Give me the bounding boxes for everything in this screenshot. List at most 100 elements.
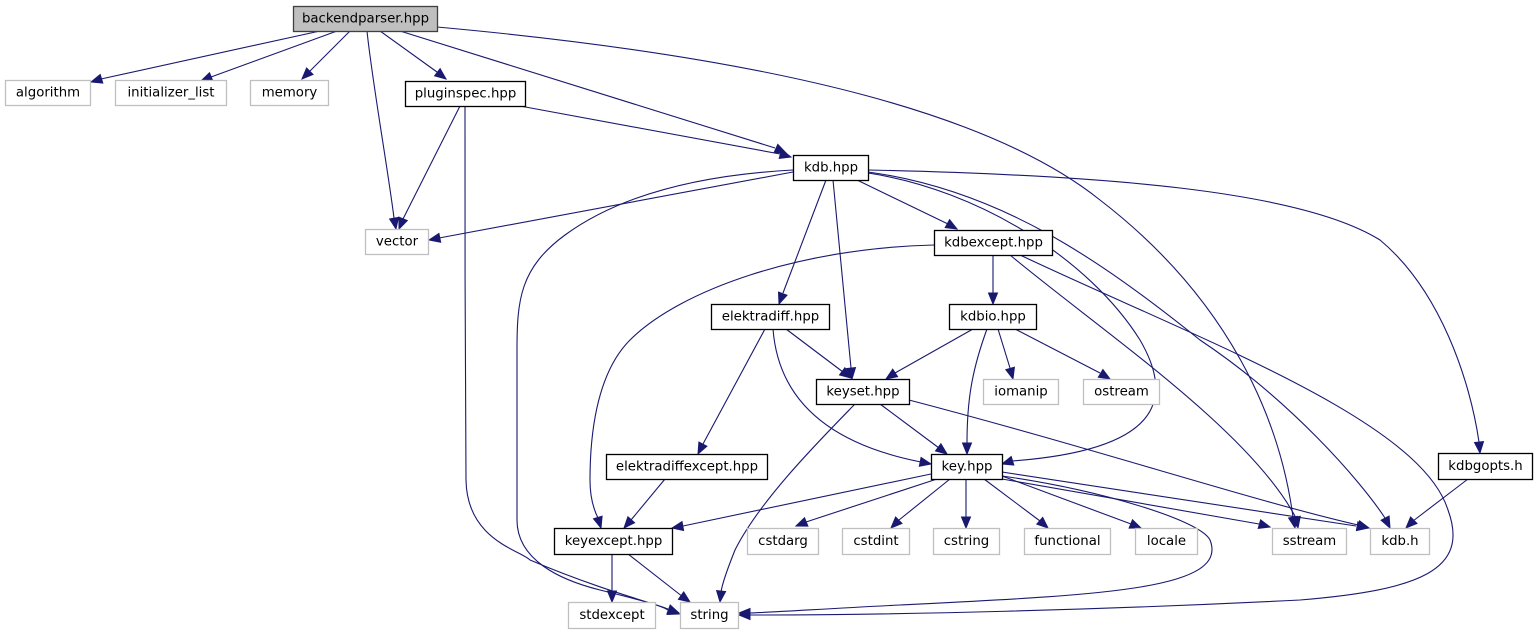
node-elektradiff[interactable]: elektradiff.hpp: [710, 303, 831, 331]
node-box: [982, 378, 1060, 406]
node-cstring[interactable]: cstring: [932, 527, 1001, 556]
edge-line: [436, 26, 1294, 518]
node-label: algorithm: [16, 86, 80, 101]
node-functional[interactable]: functional: [1023, 527, 1112, 556]
node-kdbexcept[interactable]: kdbexcept.hpp: [933, 229, 1054, 257]
arrowhead-icon: [1035, 516, 1049, 529]
node-label: kdbexcept.hpp: [944, 236, 1043, 251]
arrowhead-icon: [884, 368, 899, 380]
arrowhead-icon: [301, 67, 314, 80]
arrowhead-icon: [944, 218, 959, 230]
node-label: functional: [1034, 534, 1100, 549]
node-stdexcept[interactable]: stdexcept: [567, 601, 657, 630]
edge-line: [627, 553, 684, 598]
node-box: [815, 378, 911, 406]
node-label: pluginspec.hpp: [415, 87, 517, 102]
edge-backendparser-to-sstream: [436, 26, 1299, 530]
edge-line: [210, 30, 338, 78]
edge-backendparser-to-memory: [301, 30, 351, 80]
node-label: cstdarg: [758, 534, 808, 549]
edge-line: [100, 30, 321, 80]
edge-kdb_hpp-to-keyset: [832, 179, 857, 381]
node-sstream[interactable]: sstream: [1271, 527, 1348, 556]
edge-kdb_hpp-to-key: [867, 172, 1157, 466]
node-pluginspec[interactable]: pluginspec.hpp: [404, 80, 527, 108]
arrowhead-icon: [794, 516, 809, 527]
edge-line: [867, 169, 1480, 443]
edge-key-to-cstdarg: [794, 478, 938, 527]
edge-line: [908, 399, 1359, 526]
edge-kdbio-to-keyset: [884, 328, 974, 380]
edge-line: [997, 328, 1011, 369]
node-algorithm[interactable]: algorithm: [4, 79, 92, 107]
edge-line: [682, 473, 932, 527]
node-label: keyset.hpp: [826, 385, 899, 400]
edge-kdbio-to-key: [961, 328, 988, 456]
node-box: [710, 303, 831, 331]
node-kdbgopts[interactable]: kdbgopts.h: [1437, 452, 1534, 481]
edge-elektradiff-to-key: [772, 328, 933, 467]
node-box: [364, 228, 430, 256]
edge-line: [702, 328, 766, 445]
node-label: elektradiff.hpp: [722, 310, 819, 325]
node-box: [1437, 452, 1534, 481]
node-cstdint[interactable]: cstdint: [841, 527, 911, 556]
node-box: [292, 5, 439, 33]
node-label: stdexcept: [579, 608, 644, 623]
edge-line: [1001, 471, 1357, 527]
arrowhead-icon: [715, 590, 727, 604]
edge-line: [748, 475, 1213, 614]
node-elektradiffexcept[interactable]: elektradiffexcept.hpp: [605, 453, 769, 481]
node-box: [930, 453, 1004, 481]
edge-line: [748, 254, 1454, 616]
node-string[interactable]: string: [679, 601, 740, 630]
node-box: [1271, 527, 1348, 556]
edge-line: [856, 179, 949, 225]
node-ostream[interactable]: ostream: [1082, 378, 1161, 406]
node-label: sstream: [1283, 534, 1337, 549]
node-box: [567, 601, 657, 630]
node-initializer-list[interactable]: initializer_list: [114, 79, 228, 107]
node-label: elektradiffexcept.hpp: [616, 460, 758, 475]
node-iomanip[interactable]: iomanip: [982, 378, 1060, 406]
edge-key-to-functional: [983, 478, 1049, 529]
edge-line: [785, 328, 844, 373]
arrowhead-icon: [777, 291, 788, 306]
edge-line: [438, 171, 794, 239]
node-label: kdb.h: [1381, 534, 1418, 549]
arrowhead-icon: [1000, 455, 1015, 466]
node-memory[interactable]: memory: [249, 79, 330, 107]
node-keyexcept[interactable]: keyexcept.hpp: [553, 527, 674, 556]
arrowhead-icon: [433, 67, 448, 80]
arrowhead-icon: [89, 73, 104, 84]
node-box: [746, 527, 820, 556]
node-kdb-h[interactable]: kdb.h: [1369, 527, 1431, 556]
node-kdb-hpp[interactable]: kdb.hpp: [792, 154, 870, 182]
edge-line: [1001, 478, 1260, 525]
arrowhead-icon: [388, 216, 400, 231]
node-box: [553, 527, 674, 556]
edge-elektradiffexcept-to-keyexcept: [623, 478, 666, 529]
edge-line: [309, 30, 351, 72]
node-backendparser[interactable]: backendparser.hpp: [292, 5, 439, 33]
arrowhead-icon: [592, 515, 603, 530]
node-vector[interactable]: vector: [364, 228, 430, 256]
edge-keyset-to-string: [715, 403, 856, 604]
edge-line: [879, 403, 940, 449]
edge-line: [519, 105, 781, 155]
edge-line: [966, 328, 988, 444]
edge-kdb_hpp-to-elektradiff: [777, 179, 827, 306]
edge-key-to-cstdint: [890, 478, 951, 529]
node-cstdarg[interactable]: cstdarg: [746, 527, 820, 556]
node-box: [1082, 378, 1161, 406]
node-locale[interactable]: locale: [1134, 527, 1199, 556]
node-kdbio[interactable]: kdbio.hpp: [948, 303, 1038, 331]
edge-line: [867, 172, 1157, 462]
edge-line: [898, 478, 951, 521]
node-box: [1369, 527, 1431, 556]
node-keyset[interactable]: keyset.hpp: [815, 378, 911, 406]
node-key[interactable]: key.hpp: [930, 453, 1004, 481]
edge-keyset-to-key: [879, 403, 949, 455]
edge-line: [1014, 328, 1101, 374]
